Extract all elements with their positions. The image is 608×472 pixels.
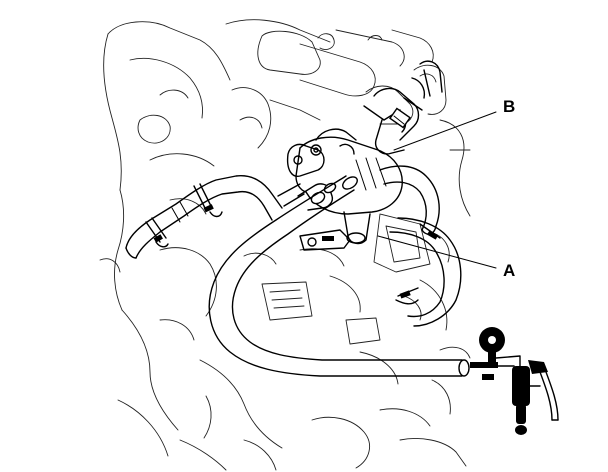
callout-label-b: B [503,97,515,116]
callout-label-a: A [503,261,515,280]
left-hose [125,175,283,259]
leader-line-a [377,235,497,269]
callout-leaders [377,111,497,269]
valve-assembly [277,128,403,251]
engine-background [99,19,471,471]
hose-loop-a [389,217,462,327]
vacuum-pump-gauge-icon [470,327,559,435]
leader-line-b [393,111,497,151]
test-hose [208,175,470,377]
connector-b [363,60,443,240]
